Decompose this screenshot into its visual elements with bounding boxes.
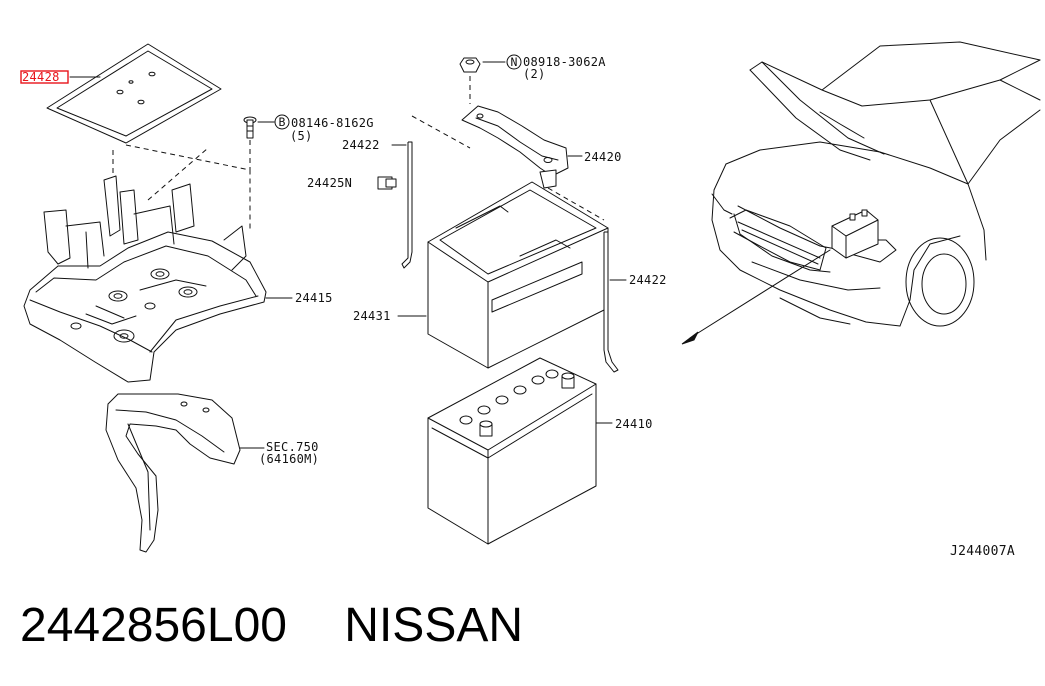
nut-n-08918 [459,57,481,73]
drawing-id: J244007A [950,544,1015,559]
brand-name: NISSAN [344,599,524,652]
label-sec750[interactable]: SEC.750 [266,440,319,454]
label-24425n[interactable]: 24425N [307,176,352,190]
label-bolt-qty: (5) [290,129,313,143]
bolt-symbol-circle [274,114,290,130]
hold-rod-24422-left [401,141,413,269]
battery-pad-24428 [46,43,222,144]
label-24431[interactable]: 24431 [353,309,391,323]
battery-tray-24415 [23,175,267,383]
label-sec750-sub: (64160M) [259,452,319,466]
battery-24410 [427,357,597,545]
footer-caption: 2442856L00 NISSAN [20,598,523,653]
bolt-b-08146 [243,116,257,139]
car-location-view [681,41,1041,345]
hold-rod-24422-right [603,231,619,373]
label-24428[interactable]: 24428 [22,70,60,84]
label-24422-right[interactable]: 24422 [629,273,667,287]
label-24422-left[interactable]: 24422 [342,138,380,152]
nut-symbol-circle [506,54,522,70]
label-24420[interactable]: 24420 [584,150,622,164]
label-bolt-08146[interactable]: 08146-8162G [291,116,374,130]
nut-symbol: N [511,55,518,69]
label-nut-08918[interactable]: 08918-3062A [523,55,606,69]
battery-frame-24420 [461,105,569,189]
clip-24425n [377,176,397,190]
bracket-sec750 [105,393,241,553]
label-24410[interactable]: 24410 [615,417,653,431]
highlight-box-24428 [20,70,69,84]
part-number: 2442856L00 [20,599,287,652]
bolt-symbol: B [279,115,286,129]
label-nut-qty: (2) [523,67,546,81]
label-24415[interactable]: 24415 [295,291,333,305]
battery-cover-24431 [427,181,609,369]
